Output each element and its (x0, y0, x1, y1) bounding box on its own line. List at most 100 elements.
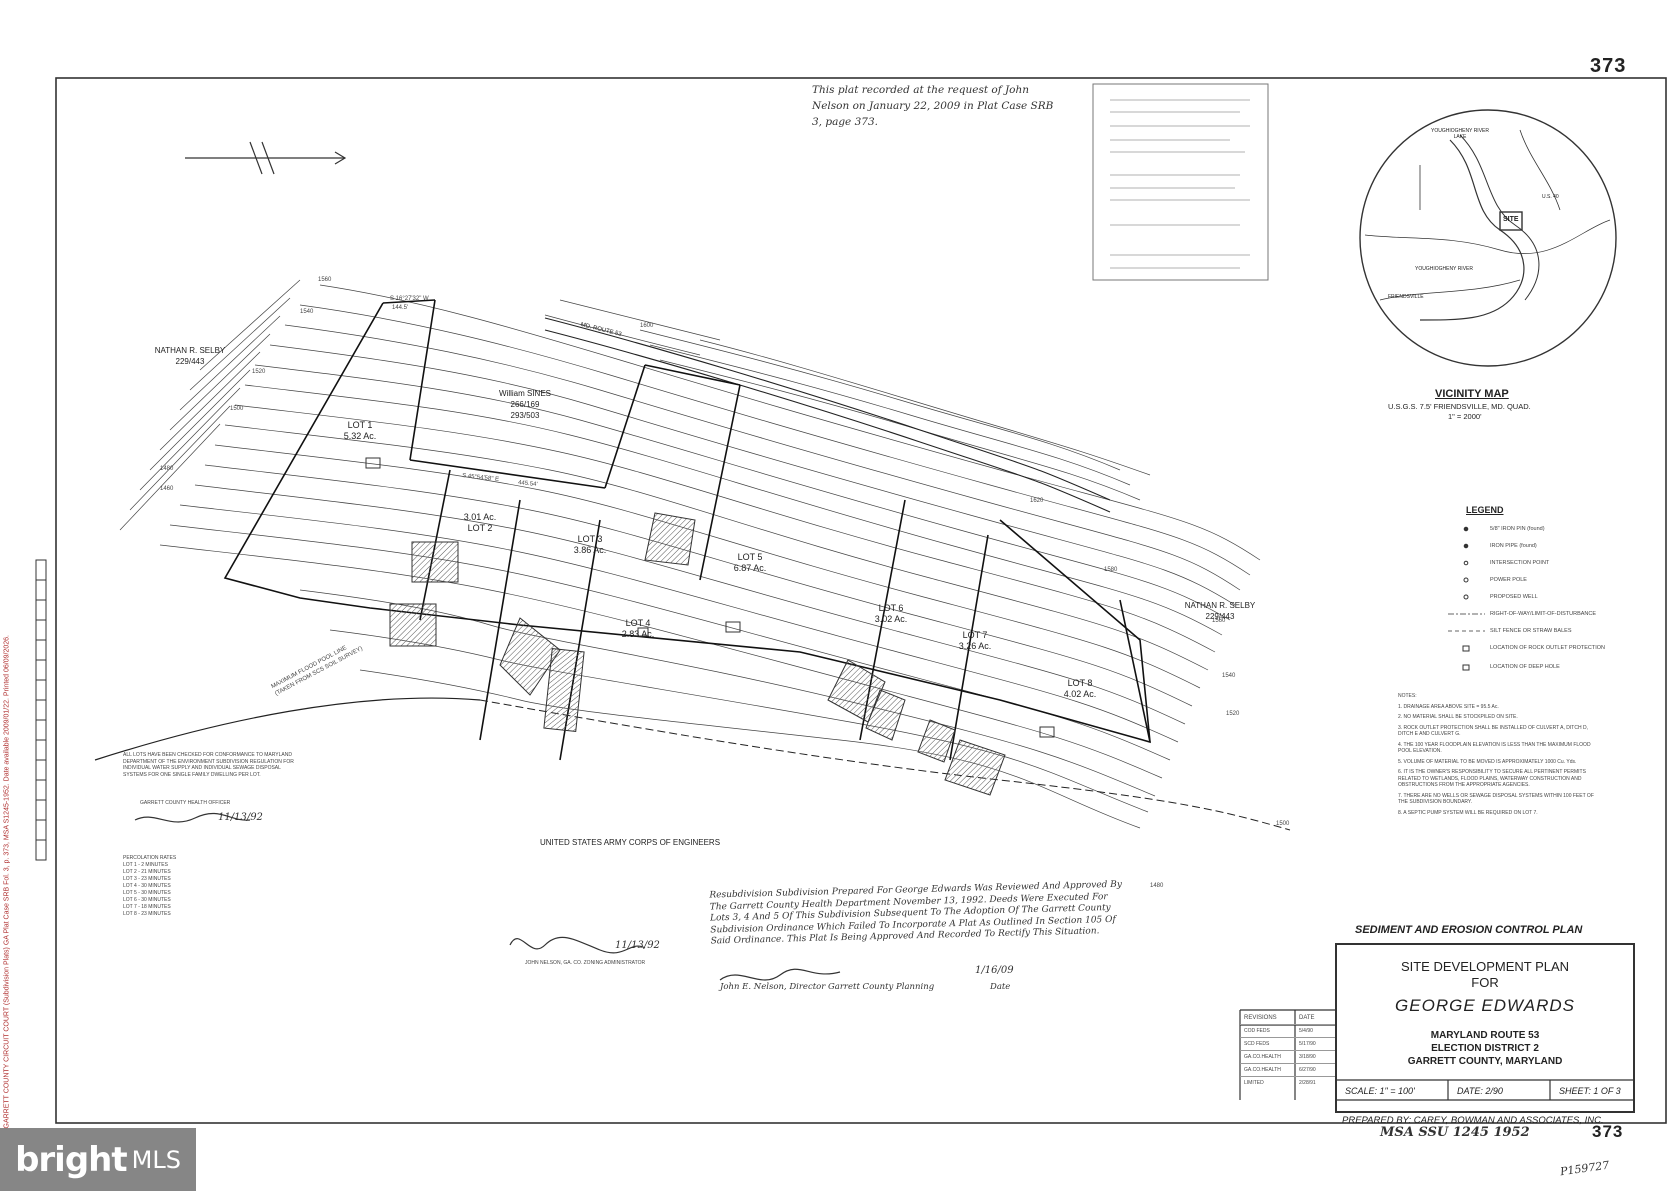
sheet-number-top: 373 (1590, 55, 1627, 77)
watermark-suffix: MLS (131, 1145, 181, 1174)
north-arrow-icon (185, 141, 347, 175)
title-sheet: SHEET: 1 OF 3 (1559, 1086, 1621, 1096)
sheet-border (55, 77, 1667, 1124)
contour-label: 1620 (1030, 498, 1044, 504)
watermark-brand: bright (15, 1139, 128, 1180)
health-date: 11/13/92 (218, 812, 263, 823)
contour-label: 1520 (1226, 711, 1240, 717)
revisions-table: REVISIONS DATE COD FEDS 5/4/90 SCD FEDS … (1240, 1012, 1335, 1089)
recording-note: This plat recorded at the request of Joh… (812, 84, 1054, 128)
legend-item: INTERSECTION POINT (1490, 560, 1550, 566)
note-item: 2. NO MATERIAL SHALL BE STOCKPILED ON SI… (1398, 714, 1518, 720)
vicinity-map-line1: U.S.G.S. 7.5' FRIENDSVILLE, MD. QUAD. (1388, 402, 1531, 411)
title-date: DATE: 2/90 (1457, 1086, 1503, 1096)
deep-hole-markers (365, 457, 1055, 738)
resubdivision-note: Resubdivision Subdivision Prepared For G… (709, 879, 1123, 947)
note-item: 3. ROCK OUTLET PROTECTION SHALL BE INSTA… (1398, 724, 1588, 738)
contour-label: 1600 (640, 323, 654, 329)
title-line-5: ELECTION DISTRICT 2 (1431, 1043, 1539, 1054)
perc-item: LOT 6 - 30 MINUTES (123, 897, 171, 903)
legend-item: SILT FENCE OR STRAW BALES (1490, 628, 1572, 634)
contour-label: 1560 (318, 277, 332, 283)
msa-stamp: MSA SSU 1245 1952 (1380, 1125, 1530, 1140)
revision-name: GA.CO.HEALTH (1244, 1067, 1281, 1073)
revision-name: COD FEDS (1244, 1028, 1270, 1034)
perc-item: LOT 1 - 2 MINUTES (123, 862, 168, 868)
flood-pool-line (94, 697, 481, 761)
title-line-3: GEORGE EDWARDS (1395, 996, 1575, 1015)
signature-2-date-label: Date (990, 982, 1011, 992)
legend-item: 5/8" IRON PIN (found) (1490, 526, 1545, 532)
contour-label: 1540 (300, 309, 314, 315)
contour-label: 1480 (1150, 883, 1164, 889)
legend-item: POWER POLE (1490, 577, 1527, 583)
revision-name: GA.CO.HEALTH (1244, 1054, 1281, 1060)
bright-mls-watermark: bright MLS (0, 1128, 196, 1191)
scale-ruler (35, 559, 47, 861)
title-scale: SCALE: 1" = 100' (1345, 1086, 1415, 1096)
note-item: 8. A SEPTIC PUMP SYSTEM WILL BE REQUIRED… (1398, 809, 1538, 816)
route-53 (544, 317, 1111, 513)
note-item: 1. DRAINAGE AREA ABOVE SITE = 95.5 Ac. (1398, 703, 1499, 710)
perc-item: LOT 2 - 21 MINUTES (123, 869, 171, 875)
vicinity-map-title: VICINITY MAP (1435, 388, 1509, 400)
perc-title: PERCOLATION RATES (123, 855, 177, 861)
revision-name: SCD FEDS (1244, 1041, 1270, 1047)
vicinity-us40-label: U.S. 40 (1542, 194, 1559, 200)
subdivision-boundary (223, 299, 1151, 761)
contour-label: 1480 (160, 466, 174, 472)
vicinity-map (1359, 109, 1617, 367)
contour-label: 1500 (230, 406, 244, 412)
vicinity-lake-label: YOUGHIOGHENY RIVER LAKE (1431, 128, 1489, 140)
title-line-6: GARRETT COUNTY, MARYLAND (1407, 1056, 1563, 1067)
note-item: 5. VOLUME OF MATERIAL TO BE MOVED IS APP… (1398, 758, 1577, 765)
signature-1-date: 11/13/92 (615, 940, 660, 951)
bearing-1: S 16°27'32" W (390, 296, 429, 302)
title-block: SITE DEVELOPMENT PLAN FOR GEORGE EDWARDS… (1335, 943, 1635, 1113)
perc-rates: PERCOLATION RATES LOT 1 - 2 MINUTES LOT … (123, 855, 213, 918)
revisions-date-header: DATE (1299, 1015, 1315, 1021)
revision-date: 2/28/91 (1299, 1080, 1316, 1086)
legend-item: LOCATION OF ROCK OUTLET PROTECTION (1490, 645, 1606, 651)
perc-item: LOT 8 - 23 MINUTES (123, 911, 171, 917)
drain-fields (389, 512, 1006, 796)
legend-item: PROPOSED WELL (1490, 594, 1538, 600)
legend-title: LEGEND (1466, 505, 1504, 515)
revision-date: 6/27/90 (1299, 1067, 1316, 1073)
perc-item: LOT 5 - 30 MINUTES (123, 890, 171, 896)
vicinity-friendsville-label: FRIENDSVILLE (1388, 294, 1424, 300)
revision-date: 5/4/90 (1299, 1028, 1313, 1034)
note-item: 4. THE 100 YEAR FLOODPLAIN ELEVATION IS … (1398, 741, 1591, 755)
owner-corps: UNITED STATES ARMY CORPS OF ENGINEERS (540, 838, 721, 847)
contour-label: 1560 (1212, 618, 1226, 624)
note-item: 7. THERE ARE NO WELLS OR SEWAGE DISPOSAL… (1398, 792, 1594, 806)
title-line-2: FOR (1471, 975, 1499, 990)
perc-item: LOT 7 - 18 MINUTES (123, 904, 171, 910)
notes-block: NOTES: 1. DRAINAGE AREA ABOVE SITE = 95.… (1398, 693, 1598, 816)
bearing-1-dist: 144.5' (392, 305, 409, 311)
contour-lines (159, 284, 1261, 829)
vicinity-site-label: SITE (1503, 216, 1519, 223)
revision-name: LIMITED (1244, 1080, 1264, 1086)
vicinity-map-line2: 1" = 2000' (1448, 412, 1482, 421)
legend-item: LOCATION OF DEEP HOLE (1490, 664, 1560, 670)
owner-william-sines: William SINES 266/169 293/503 (498, 389, 551, 420)
legend-item: RIGHT-OF-WAY/LIMIT-OF-DISTURBANCE (1490, 611, 1597, 617)
legend-symbols (1448, 526, 1485, 671)
contour-label: 1460 (160, 486, 174, 492)
contour-label: 1500 (1276, 821, 1290, 827)
lot-label: 3.01 Ac.LOT 2 (463, 512, 497, 533)
perc-item: LOT 4 - 30 MINUTES (123, 883, 171, 889)
title-line-4: MARYLAND ROUTE 53 (1430, 1030, 1540, 1041)
revision-date: 5/17/90 (1299, 1041, 1316, 1047)
notes-title: NOTES: (1398, 693, 1417, 699)
title-prepared-by: PREPARED BY: CAREY, BOWMAN AND ASSOCIATE… (1342, 1115, 1604, 1126)
